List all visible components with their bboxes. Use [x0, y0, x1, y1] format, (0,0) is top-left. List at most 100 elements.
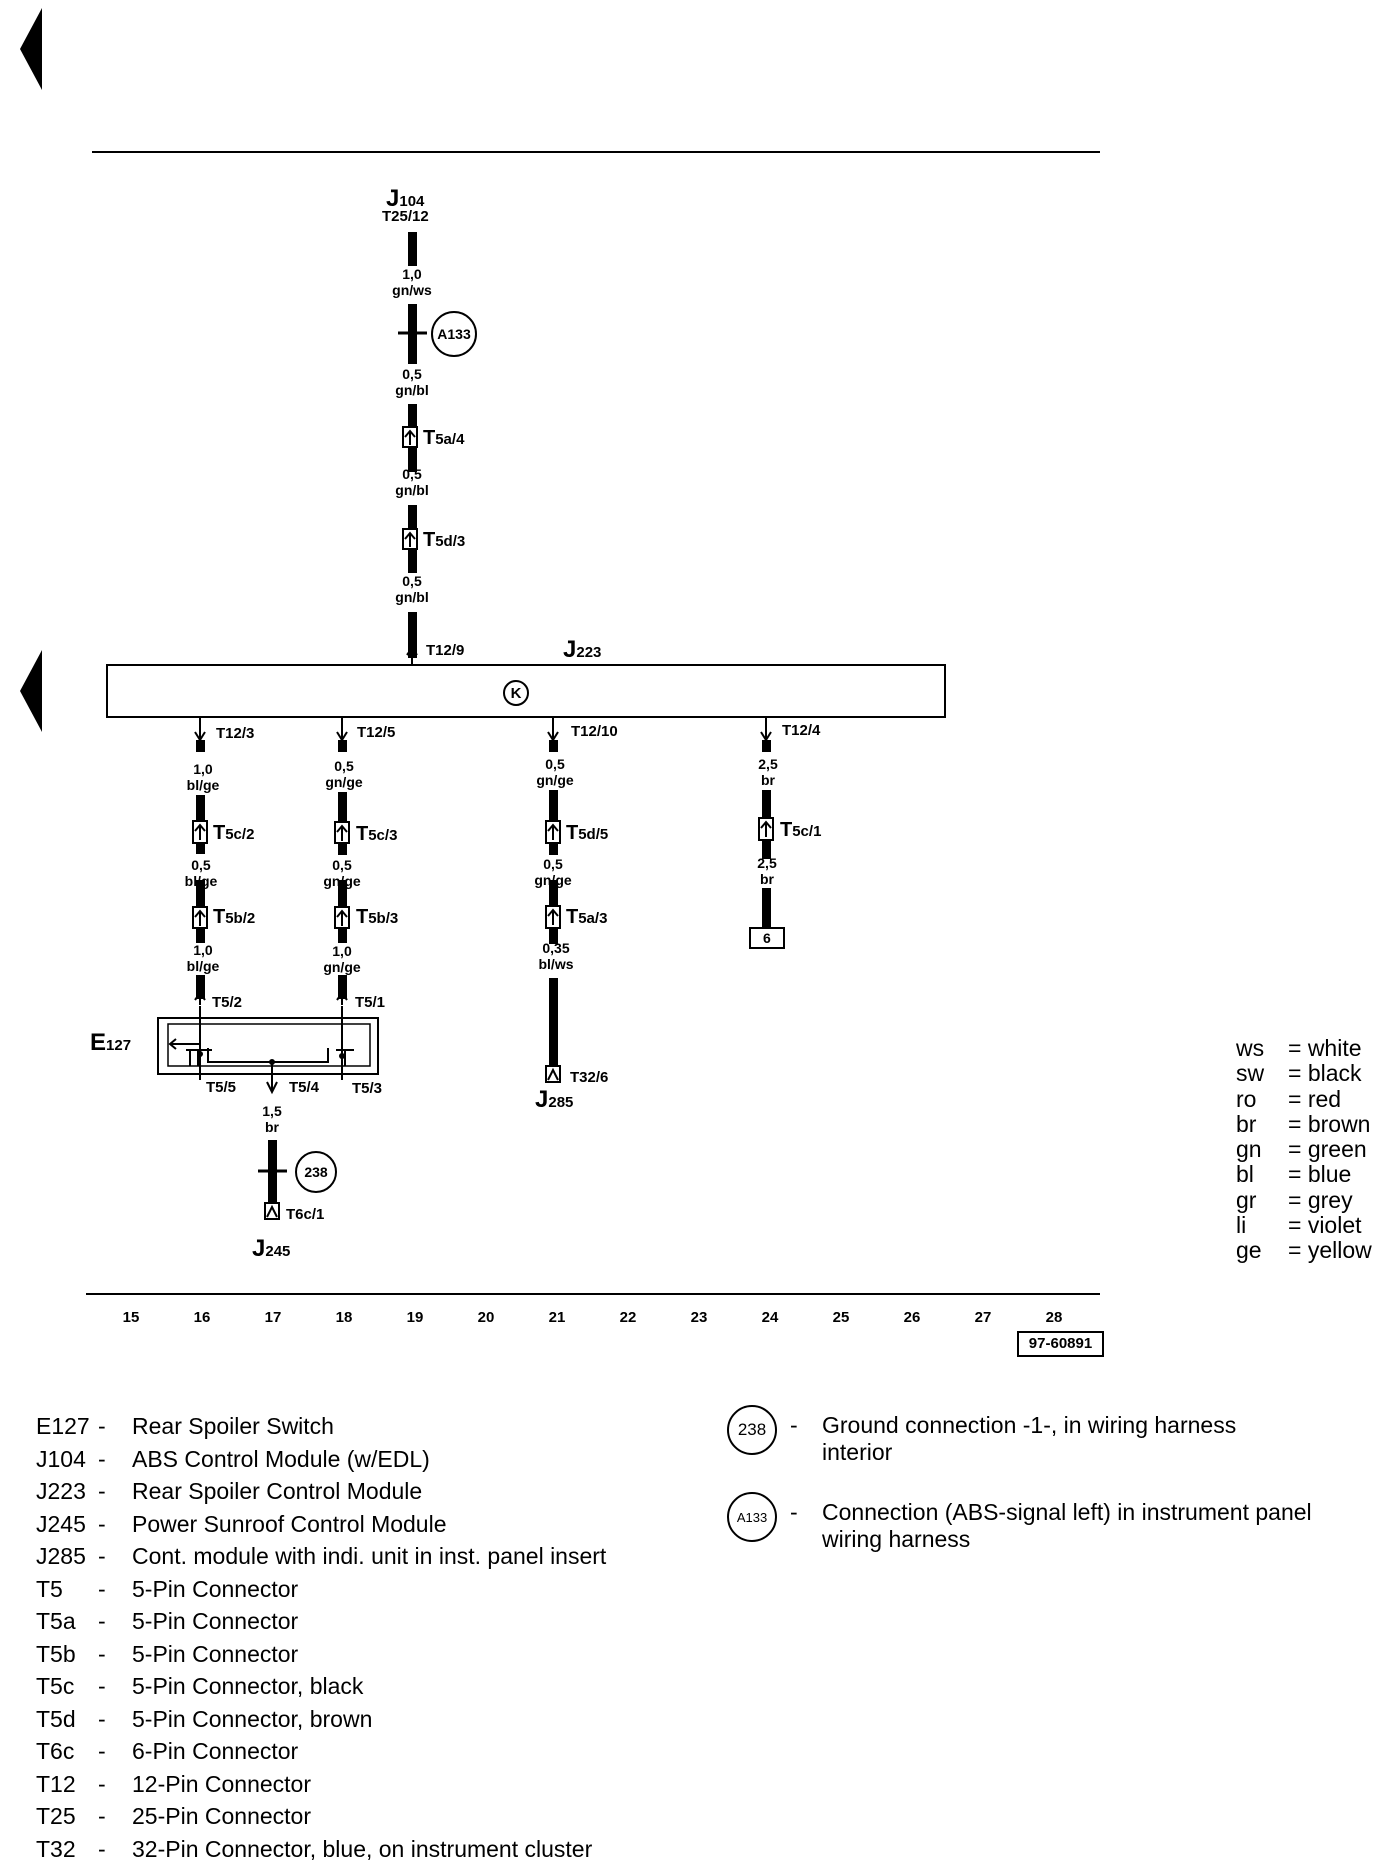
pin-label: T5/2	[212, 995, 242, 1010]
conn-main: T	[423, 529, 435, 551]
pin-label: T12/5	[357, 725, 395, 740]
pin-label: T5/3	[352, 1081, 382, 1096]
document-number: 97-60891	[1017, 1331, 1104, 1357]
legend-code: T32	[36, 1833, 98, 1865]
legend-row: T32-32-Pin Connector, blue, on instrumen…	[36, 1833, 606, 1865]
conn-sub: 5a/3	[578, 910, 607, 927]
legend-desc: 5-Pin Connector	[132, 1605, 298, 1638]
wire-color: br	[757, 871, 776, 887]
component-legend: E127-Rear Spoiler Switch J104-ABS Contro…	[36, 1410, 606, 1865]
e127-switch	[158, 993, 378, 1092]
legend-code: T5b	[36, 1638, 98, 1671]
color-code-row: ge= yellow	[1236, 1238, 1372, 1263]
column-number: 22	[620, 1309, 637, 1326]
wire-size: 0,5	[395, 366, 428, 382]
legend-dash: -	[98, 1410, 132, 1443]
color-abbr: ro	[1236, 1087, 1288, 1112]
connector-icon	[335, 822, 349, 843]
connector-label: T5a/4	[423, 428, 464, 448]
column-number: 28	[1046, 1309, 1063, 1326]
legend-row: T5a-5-Pin Connector	[36, 1605, 606, 1638]
color-abbr: gr	[1236, 1188, 1288, 1213]
legend-code: T25	[36, 1800, 98, 1833]
wire-color: gn/bl	[395, 382, 428, 398]
legend-row: T5c-5-Pin Connector, black	[36, 1670, 606, 1703]
pin-label: T12/9	[426, 643, 464, 658]
pin-label: T12/3	[216, 726, 254, 741]
wire-size: 0,5	[325, 758, 362, 774]
legend-code: E127	[36, 1410, 98, 1443]
conn-sub: 5d/5	[578, 826, 608, 843]
conn-sub: 5b/3	[368, 910, 398, 927]
color-name: = white	[1288, 1036, 1362, 1061]
legend-dash: -	[98, 1800, 132, 1833]
color-abbr: li	[1236, 1213, 1288, 1238]
connector-label: T5b/2	[213, 907, 255, 927]
legend-dash: -	[98, 1735, 132, 1768]
wire-color: gn/ge	[323, 959, 360, 975]
legend-row: T12-12-Pin Connector	[36, 1768, 606, 1801]
k-mark-label: K	[511, 686, 522, 701]
wire-color: bl/ge	[187, 777, 220, 793]
legend-code: J285	[36, 1540, 98, 1573]
connector-icon	[403, 427, 417, 447]
legend-dash: -	[98, 1540, 132, 1573]
legend-code: J104	[36, 1443, 98, 1476]
legend-row: J104-ABS Control Module (w/EDL)	[36, 1443, 606, 1476]
wire-color: bl/ge	[185, 873, 218, 889]
conn-main: T	[213, 906, 225, 928]
legend-row: J245-Power Sunroof Control Module	[36, 1508, 606, 1541]
j245-id: J	[252, 1235, 265, 1262]
wire-color: gn/bl	[395, 482, 428, 498]
legend-desc: Power Sunroof Control Module	[132, 1508, 447, 1541]
column-number: 16	[194, 1309, 211, 1326]
conn-sub: 5c/1	[792, 823, 821, 840]
j285-label: J285	[535, 1088, 573, 1112]
conn-sub: 5c/3	[368, 827, 397, 844]
wire-size: 0,5	[395, 573, 428, 589]
k-mark-icon: K	[503, 680, 529, 706]
pin-label: T12/10	[571, 724, 618, 739]
legend-row: E127-Rear Spoiler Switch	[36, 1410, 606, 1443]
wire-size: 1,0	[187, 942, 220, 958]
legend-dash: -	[98, 1768, 132, 1801]
legend-row: T5b-5-Pin Connector	[36, 1638, 606, 1671]
pin-label: T5/5	[206, 1080, 236, 1095]
color-abbr: bl	[1236, 1162, 1288, 1187]
symbol-desc: Connection (ABS-signal left) in instrume…	[822, 1499, 1312, 1553]
color-abbr: ws	[1236, 1036, 1288, 1061]
legend-code: T5c	[36, 1670, 98, 1703]
symbol-desc-line: Ground connection -1-, in wiring harness	[822, 1412, 1236, 1439]
e127-label: E127	[90, 1031, 131, 1055]
wire-size: 1,0	[323, 943, 360, 959]
column-number: 20	[478, 1309, 495, 1326]
legend-desc: 6-Pin Connector	[132, 1735, 298, 1768]
color-code-row: li= violet	[1236, 1213, 1372, 1238]
j223-id: J	[563, 636, 576, 663]
legend-desc: 5-Pin Connector	[132, 1573, 298, 1606]
j223-label: J223	[563, 638, 601, 662]
j285-id: J	[535, 1086, 548, 1113]
conn-sub: 5c/2	[225, 826, 254, 843]
wire-color: bl/ge	[187, 958, 220, 974]
conn-sub: 5a/4	[435, 431, 464, 448]
color-code-row: ro= red	[1236, 1087, 1372, 1112]
color-code-row: bl= blue	[1236, 1162, 1372, 1187]
column-number: 27	[975, 1309, 992, 1326]
pin-label: T32/6	[570, 1070, 608, 1085]
connection-a133-icon: A133	[727, 1492, 777, 1542]
connector-label: T5c/3	[356, 824, 397, 844]
legend-desc: Rear Spoiler Switch	[132, 1410, 334, 1443]
g238-label: 238	[304, 1165, 327, 1179]
j104-pin-label: T25/12	[382, 209, 429, 224]
legend-code: J245	[36, 1508, 98, 1541]
symbol-desc-line: interior	[822, 1439, 1236, 1466]
legend-row: J223-Rear Spoiler Control Module	[36, 1475, 606, 1508]
e127-id: E	[90, 1029, 106, 1056]
column-number: 19	[407, 1309, 424, 1326]
